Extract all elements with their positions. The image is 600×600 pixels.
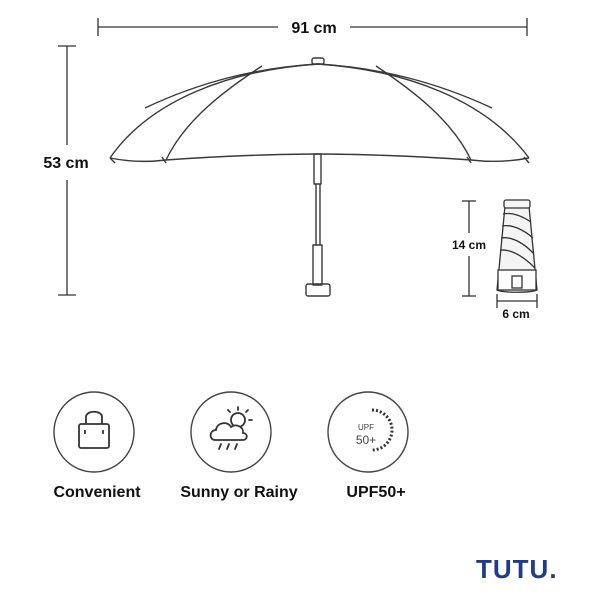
height-label: 53 cm (43, 155, 88, 172)
folded-height-label: 14 cm (452, 238, 486, 252)
upf-icon-circle: UPF 50+ (327, 391, 409, 473)
folded-width-dimension (496, 294, 538, 308)
width-label: 91 cm (291, 20, 336, 37)
folded-width-label: 6 cm (502, 307, 529, 321)
upf-badge-bottom: 50+ (356, 433, 376, 447)
width-dimension (97, 18, 528, 36)
feature-label-upf: UPF50+ (346, 484, 406, 501)
brand-logo: TUTU. (476, 554, 558, 584)
feature-label-sunny-rainy: Sunny or Rainy (180, 484, 298, 501)
sunny-rainy-icon-circle (190, 391, 272, 473)
sun-cloud-rain-icon (209, 406, 253, 450)
upf-shield-icon: UPF 50+ (356, 408, 394, 452)
bag-icon (78, 410, 110, 449)
convenient-icon-circle (53, 391, 135, 473)
folded-umbrella (496, 199, 538, 293)
folded-height-dimension (462, 200, 476, 297)
height-dimension (58, 45, 76, 296)
upf-badge-top: UPF (358, 423, 374, 432)
feature-label-convenient: Convenient (53, 484, 141, 501)
open-umbrella (109, 57, 530, 297)
